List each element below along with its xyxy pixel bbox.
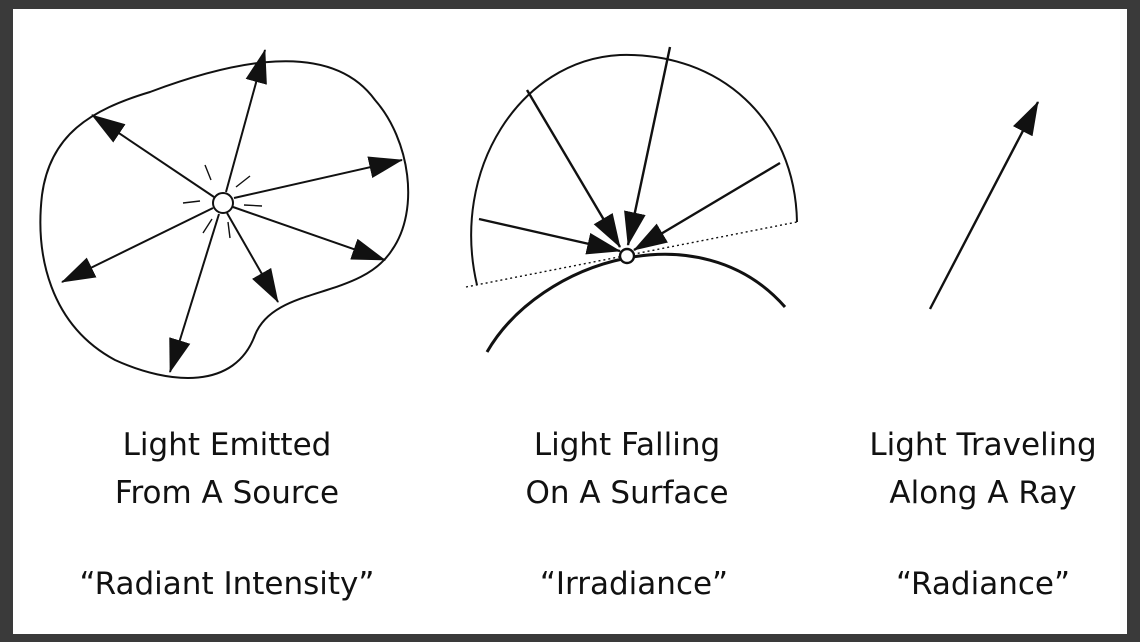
point-source	[212, 192, 234, 214]
surface-curve	[485, 252, 787, 353]
irradiance-panel	[465, 46, 798, 353]
radiance-panel	[928, 101, 1040, 310]
ray-lower-right	[232, 206, 386, 261]
surface-point	[618, 247, 636, 265]
slide-canvas	[13, 9, 1127, 634]
surface-caption: Light Falling On A Surface	[447, 421, 807, 517]
ray-upper-left	[91, 114, 215, 198]
hemisphere-outline	[470, 53, 798, 286]
source-caption-line2: From A Source	[114, 475, 340, 511]
source-panel	[39, 49, 410, 379]
surface-caption-line2: On A Surface	[525, 475, 729, 511]
emission-rays	[61, 49, 403, 373]
ray-right	[233, 156, 403, 199]
source-glow-ticks	[182, 164, 263, 239]
ray-caption-line1: Light Traveling	[869, 427, 1097, 463]
source-blob-outline	[39, 60, 410, 379]
irradiance-term: “Irradiance”	[539, 566, 729, 602]
source-caption-line1: Light Emitted	[122, 427, 332, 463]
radiant-intensity-term: “Radiant Intensity”	[79, 566, 375, 602]
tangent-plane	[465, 221, 798, 288]
incident-ray-2	[525, 89, 622, 248]
surface-caption-line1: Light Falling	[533, 427, 721, 463]
incident-rays	[478, 46, 781, 255]
radiance-term: “Radiance”	[895, 566, 1071, 602]
ray-down-right	[226, 212, 279, 303]
source-caption: Light Emitted From A Source	[47, 421, 407, 517]
radiance-ray	[928, 101, 1040, 310]
incident-ray-4	[633, 161, 781, 252]
ray-lower-left	[61, 207, 214, 283]
ray-caption-line2: Along A Ray	[889, 475, 1077, 511]
incident-ray-1	[478, 217, 621, 255]
ray-caption: Light Traveling Along A Ray	[803, 421, 1140, 517]
ray-up	[225, 49, 267, 193]
incident-ray-3	[624, 46, 672, 246]
ray-down	[169, 213, 220, 373]
